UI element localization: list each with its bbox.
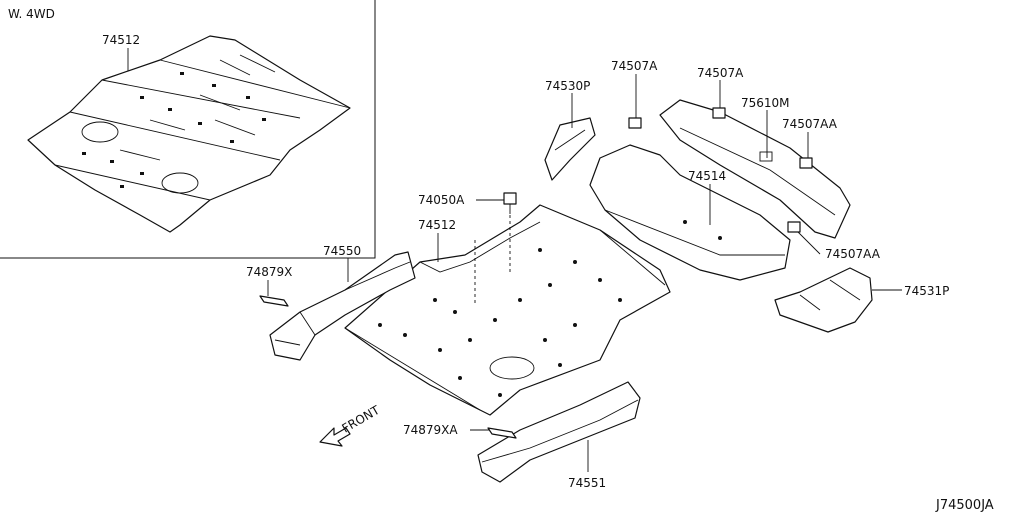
clip-74507a-2 <box>712 107 726 119</box>
side-member-74550 <box>269 251 416 361</box>
label-75610m: 75610M <box>741 96 790 110</box>
bolt-74050a <box>503 192 517 214</box>
front-marker: FRONT <box>319 403 383 447</box>
label-74531p: 74531P <box>904 284 949 298</box>
label-74507aa-1: 74507AA <box>782 117 838 131</box>
label-74879x: 74879X <box>246 265 292 279</box>
inset-part-label: 74512 <box>102 33 140 47</box>
side-member-74551 <box>477 381 641 483</box>
spare-tire-well-74514 <box>589 144 791 281</box>
label-74551: 74551 <box>568 476 606 490</box>
front-marker-label: FRONT <box>340 403 383 436</box>
inset-4wd: W. 4WD 74512 <box>0 0 376 259</box>
rear-floor-panel-74512 <box>344 204 671 416</box>
part-labels: 74507A 74507A 74530P 75610M 74507AA 7451… <box>246 59 949 490</box>
diagram-id: J74500JA <box>935 498 994 512</box>
label-74879xa: 74879XA <box>403 423 458 437</box>
inset-floor-panel <box>27 35 351 233</box>
bracket-74530p <box>544 117 596 181</box>
clip-74507a-1 <box>628 117 642 129</box>
label-74530p: 74530P <box>545 79 590 93</box>
leader-lines <box>267 74 902 472</box>
label-74514: 74514 <box>688 169 726 183</box>
inset-frame <box>0 0 376 259</box>
inset-variant-label: W. 4WD <box>8 7 55 21</box>
patch-74879x <box>259 295 289 307</box>
label-74507a-2: 74507A <box>697 66 744 80</box>
label-74512: 74512 <box>418 218 456 232</box>
clip-74507aa-2 <box>787 221 801 233</box>
label-74507aa-2: 74507AA <box>825 247 881 261</box>
front-arrow-icon <box>319 427 351 447</box>
patch-74879xa <box>487 427 517 439</box>
label-74050a: 74050A <box>418 193 465 207</box>
bracket-74531p <box>774 267 873 333</box>
floor-holes <box>378 248 622 397</box>
label-74550: 74550 <box>323 244 361 258</box>
inset-holes <box>82 72 266 188</box>
clip-74507aa-1 <box>799 157 813 169</box>
label-74507a-1: 74507A <box>611 59 658 73</box>
